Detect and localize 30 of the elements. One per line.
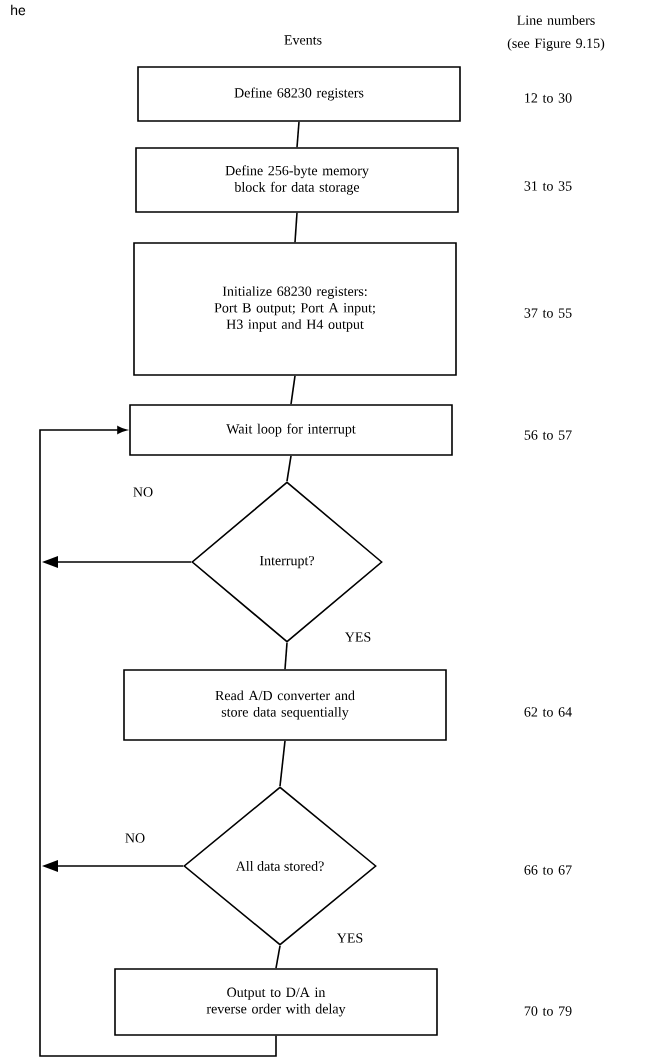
line-number-range: 31 to 35 (524, 181, 572, 191)
edge-label: YES (335, 932, 365, 944)
connector-line (275, 945, 281, 969)
page-text-fragment: he (11, 4, 26, 16)
process-box: Define 68230 registers (137, 66, 461, 122)
edge-label: NO (131, 486, 155, 498)
line-number-range: 66 to 67 (524, 865, 572, 875)
connector-line (296, 121, 300, 148)
process-box: Wait loop for interrupt (129, 404, 453, 456)
arrow (39, 426, 277, 1057)
process-box: Define 256-byte memory block for data storage (135, 147, 459, 213)
line-number-range: 70 to 79 (524, 1006, 572, 1016)
column-heading: Line numbers (see Figure 9.15) (507, 15, 605, 51)
process-box: Output to D/A in reverse order with delay (114, 968, 438, 1036)
line-number-range: 12 to 30 (525, 93, 572, 103)
connector-line (286, 455, 292, 482)
connector-line (294, 212, 298, 243)
edge-label: NO (123, 832, 147, 844)
line-number-range: 37 to 55 (524, 308, 572, 318)
connector-line (284, 642, 288, 670)
line-number-range: 62 to 64 (524, 707, 572, 717)
arrow (42, 556, 192, 568)
edge-label: YES (343, 631, 373, 643)
connector-line (290, 375, 296, 405)
connector-line (279, 740, 286, 787)
process-box: Initialize 68230 registers: Port B output; Port A input; H3 input and H4 output (133, 242, 457, 376)
arrow (42, 860, 184, 872)
line-number-range: 56 to 57 (524, 430, 572, 440)
process-box: Read A/D converter and store data sequentially (123, 669, 447, 741)
column-heading: Events (284, 35, 322, 45)
